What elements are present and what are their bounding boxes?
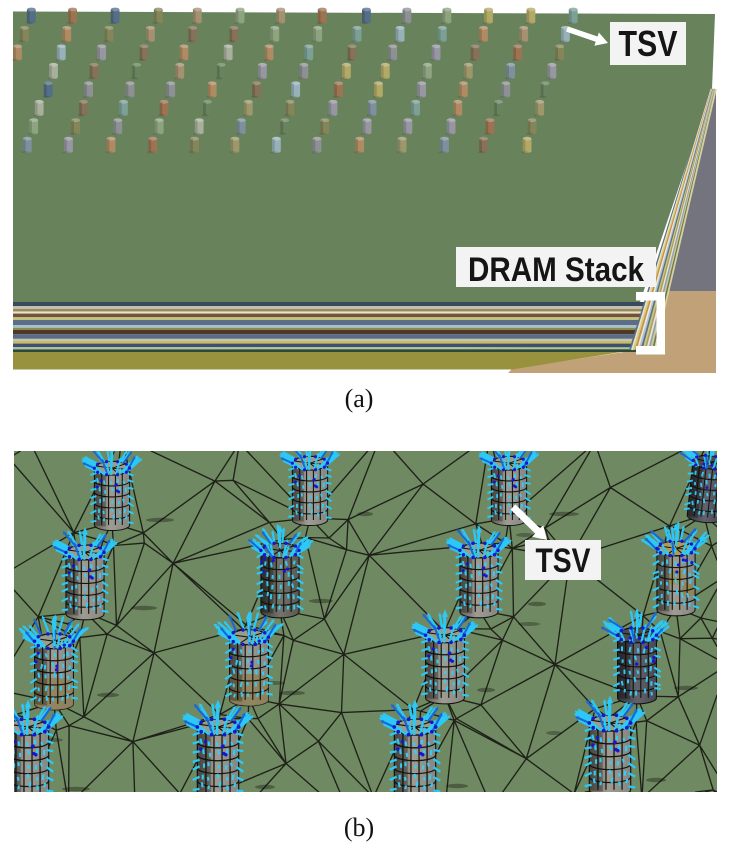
svg-text:DRAM Stack: DRAM Stack xyxy=(468,251,644,289)
svg-text:TSV: TSV xyxy=(536,542,591,580)
svg-text:(a): (a) xyxy=(345,384,374,413)
svg-text:TSV: TSV xyxy=(619,23,678,64)
svg-text:(b): (b) xyxy=(344,813,374,842)
